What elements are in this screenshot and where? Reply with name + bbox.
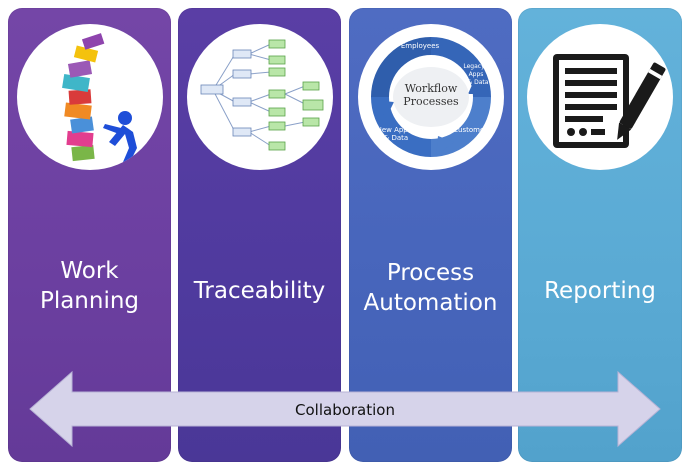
workflow-title-line-1: Workflow xyxy=(404,82,457,95)
collaboration-label: Collaboration xyxy=(295,401,395,419)
legacy-label-1: Legacy xyxy=(463,63,485,70)
new-apps-label-2: & Data xyxy=(383,134,407,142)
panel-process-automation: Workflow Processes Employees Legacy Apps… xyxy=(349,8,512,462)
customers-label: Customers xyxy=(453,126,491,134)
panel-reporting: Reporting xyxy=(518,8,682,462)
label-line-2: Planning xyxy=(39,288,140,314)
label-line-1: Process xyxy=(386,260,475,286)
panel-traceability: Traceability xyxy=(178,8,341,462)
panel-label: Traceability xyxy=(178,276,341,306)
document-pen-icon xyxy=(527,24,673,170)
tree-diagram-icon xyxy=(186,24,333,170)
label-line-1: Work xyxy=(60,258,119,284)
legacy-label-3: & Data xyxy=(467,79,488,86)
workflow-title-line-2: Processes xyxy=(403,95,459,108)
employees-label: Employees xyxy=(400,42,439,50)
label-line-1: Traceability xyxy=(193,278,326,304)
panel-label: Reporting xyxy=(518,276,682,306)
panel-label: Work Planning xyxy=(8,256,171,316)
legacy-label-2: Apps xyxy=(468,71,483,78)
stacked-books-person-icon xyxy=(16,24,163,170)
panel-work-planning: Work Planning xyxy=(8,8,171,462)
new-apps-label-1: New Apps xyxy=(376,126,411,134)
panel-label: Process Automation xyxy=(349,258,512,318)
label-line-2: Automation xyxy=(363,290,498,316)
workflow-cycle-icon: Workflow Processes Employees Legacy Apps… xyxy=(357,24,504,170)
label-line-1: Reporting xyxy=(544,278,656,304)
